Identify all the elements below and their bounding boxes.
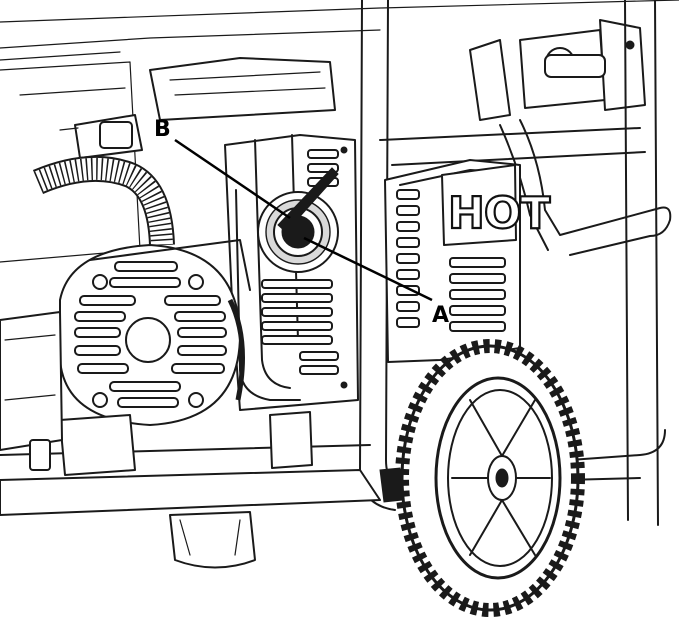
- callout-label-b: B: [154, 117, 171, 142]
- muffler-guard: [384, 159, 521, 363]
- callout-b: B: [154, 117, 291, 220]
- wheel: [395, 339, 585, 617]
- engine-block: [224, 134, 359, 411]
- alternator-cover: [59, 239, 251, 426]
- spark-arrestor-rod: [277, 167, 339, 233]
- leader-line-b: [174, 138, 291, 220]
- vent-slots-upper: [307, 149, 339, 187]
- callout-label-a: A: [432, 303, 449, 328]
- vent-slots-lower: [261, 279, 339, 375]
- alternator-vent-slots: [74, 261, 227, 408]
- guard-vents-right: [449, 257, 506, 332]
- guard-vents-left: [396, 189, 420, 328]
- callout-a: A: [303, 236, 449, 328]
- background-housing: [0, 0, 679, 263]
- base-chassis: [0, 311, 403, 569]
- leader-line-a: [303, 236, 433, 302]
- hot-warning-label: HOT: [448, 188, 550, 239]
- flexible-hose: [32, 155, 175, 246]
